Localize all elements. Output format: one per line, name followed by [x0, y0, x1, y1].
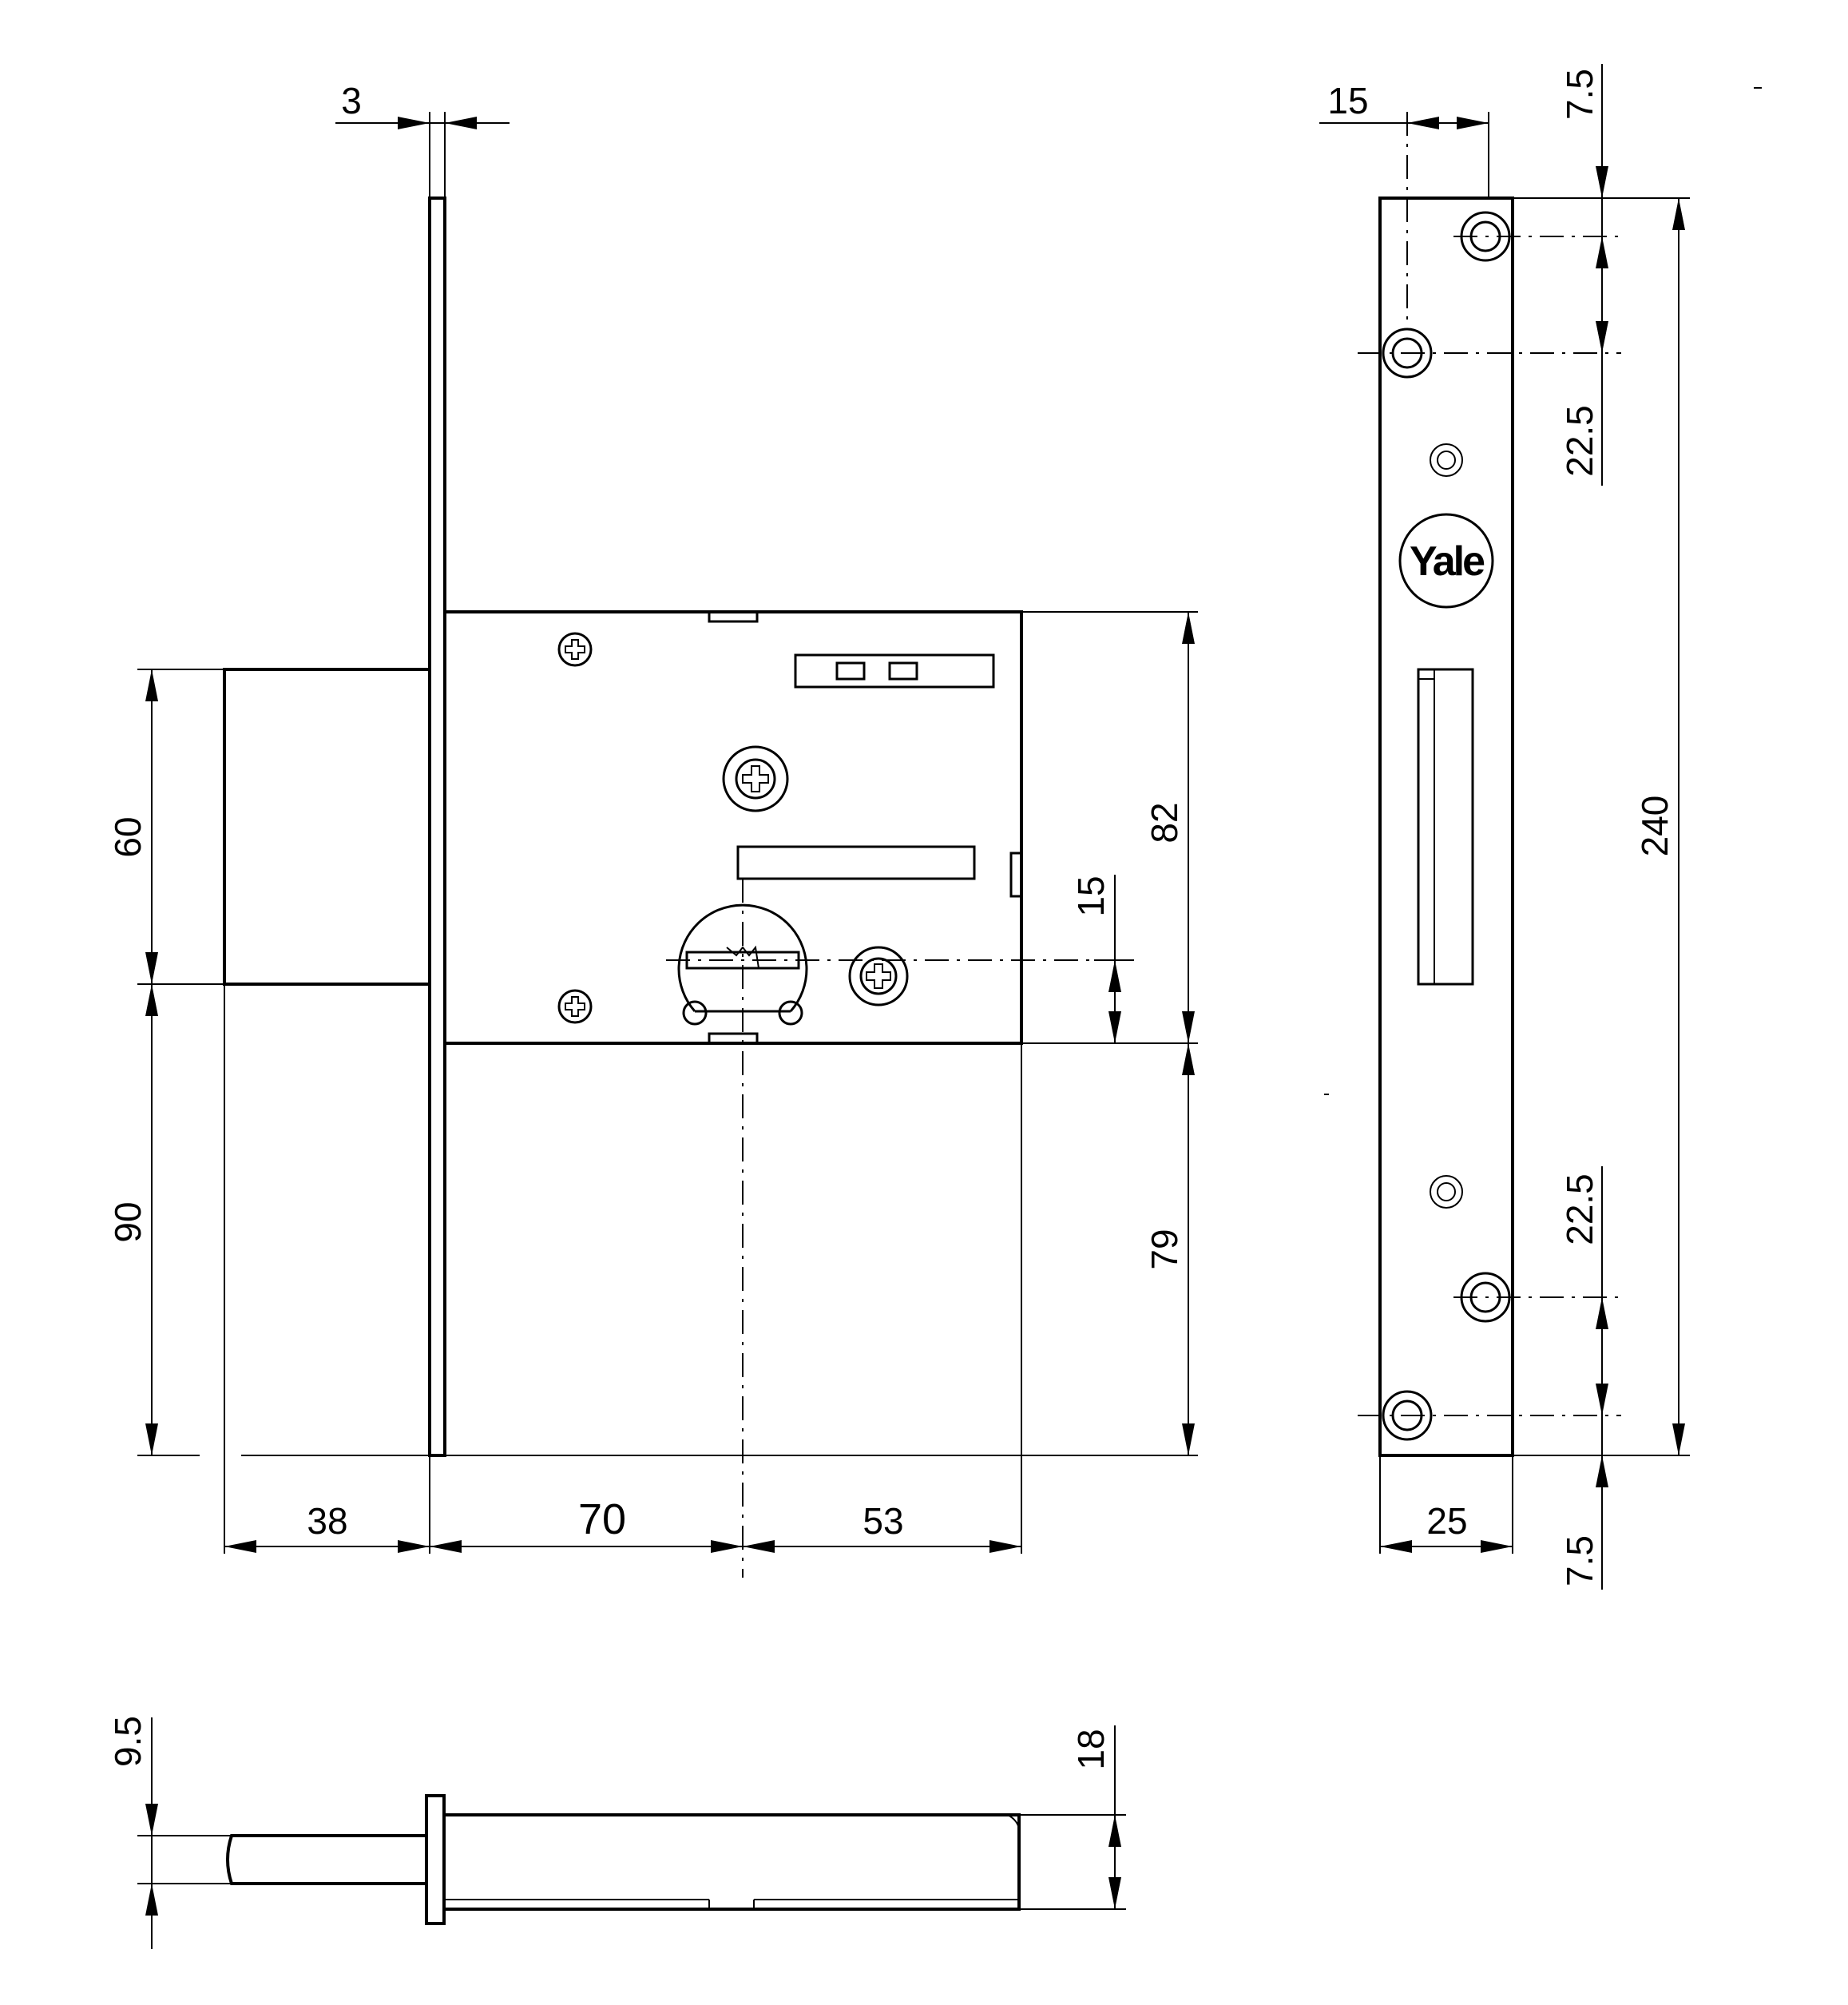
dim-screw-spacing-top: 22.5 [1559, 405, 1600, 477]
dim-backset: 70 [578, 1495, 626, 1543]
dim-keyhole-offset: 15 [1070, 875, 1112, 916]
forend-plate-top [425, 1794, 446, 1925]
dim-forend-length: 240 [1634, 796, 1675, 857]
dim-case-depth: 18 [1070, 1729, 1112, 1769]
slot-square-2 [888, 661, 918, 681]
forend-view: Yale 15 7.5 22.5 22.5 7. [1319, 64, 1762, 1590]
top-view: 9.5 18 [107, 1716, 1126, 1949]
case-bottom-tab [708, 1032, 759, 1045]
screw-icon [722, 745, 789, 812]
dim-screw-spacing-bottom: 22.5 [1559, 1173, 1600, 1245]
dim-lower-height: 90 [107, 1201, 149, 1242]
dim-bolt-thickness: 9.5 [107, 1716, 149, 1767]
middle-slot [736, 845, 976, 880]
dim-bottom-margin: 7.5 [1559, 1535, 1600, 1586]
forend-plate [428, 197, 446, 1457]
upper-slot [794, 653, 995, 689]
case-top-tab [708, 610, 759, 623]
dim-top-margin: 7.5 [1559, 69, 1600, 120]
dim-case-lower: 79 [1144, 1229, 1185, 1269]
slot-square-1 [835, 661, 866, 681]
screw-icon [557, 989, 593, 1024]
lock-case-top [442, 1813, 1021, 1911]
dim-backset-offset: 15 [1327, 80, 1368, 121]
bolt-aperture [1417, 668, 1474, 986]
dim-forend-thickness: 3 [341, 80, 362, 121]
screw-icon [848, 946, 909, 1006]
small-hole-icon [1430, 443, 1463, 477]
yale-logo: Yale [1398, 513, 1494, 609]
bolt-top [226, 1834, 428, 1885]
dim-case-rear: 53 [863, 1500, 903, 1542]
front-view: 3 60 90 82 15 79 38 70 [107, 80, 1198, 1578]
dim-bolt-height: 60 [107, 816, 149, 857]
lock-case [443, 610, 1023, 1045]
dim-case-upper: 82 [1144, 802, 1185, 843]
small-hole-icon [1430, 1175, 1463, 1209]
logo-text: Yale [1410, 538, 1485, 585]
dim-forend-width: 25 [1426, 1500, 1467, 1542]
bolt [223, 668, 431, 986]
case-side-tab [1009, 852, 1023, 898]
forend-face [1378, 197, 1514, 1457]
screw-icon [557, 632, 593, 667]
dim-bolt-projection: 38 [307, 1500, 347, 1542]
